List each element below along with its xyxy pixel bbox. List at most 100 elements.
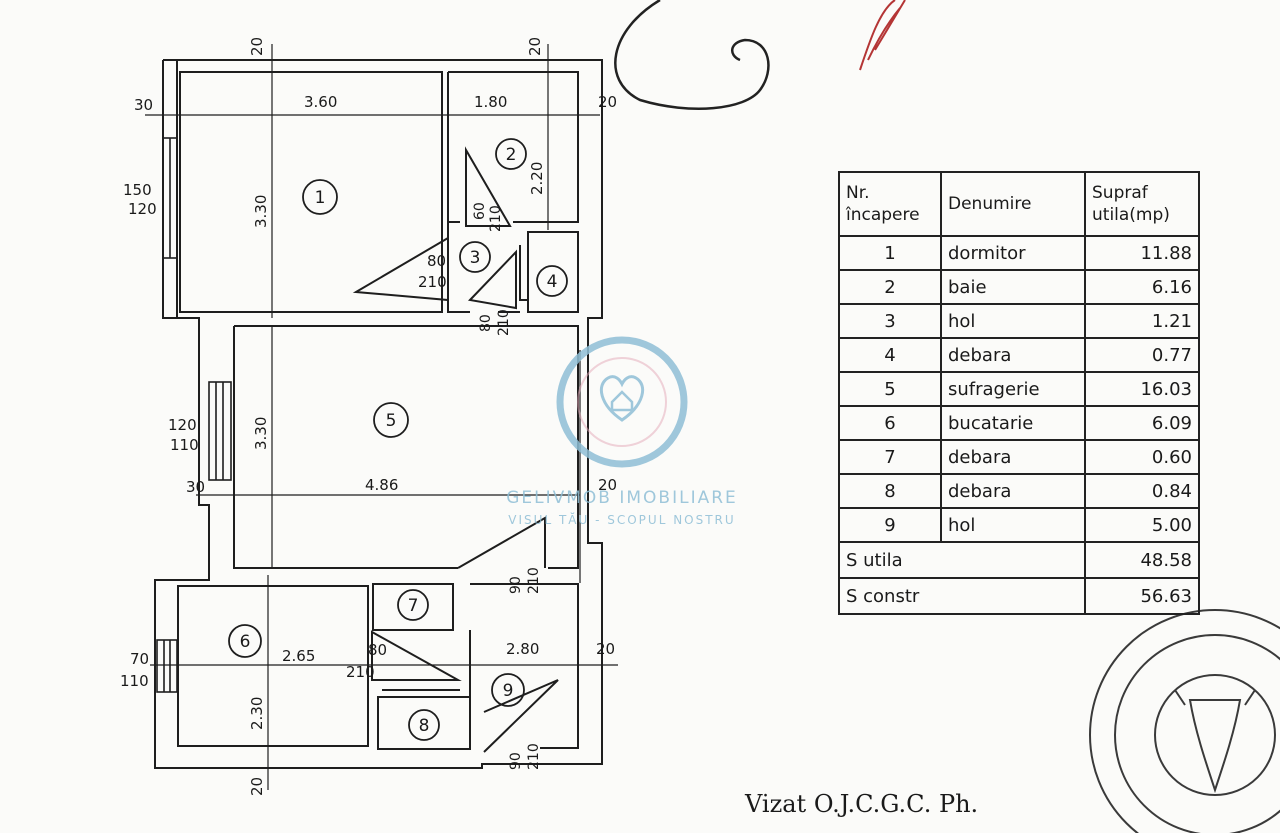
dim-window1-sill: 120 <box>128 200 157 218</box>
total-value: 48.58 <box>1084 541 1200 579</box>
area-table: Nr. încapere Denumire Supraf utila(mp) 1… <box>838 171 1200 615</box>
dim-window1: 150 <box>123 181 152 199</box>
dim-window6-sill: 110 <box>120 672 149 690</box>
row-name: dormitor <box>940 235 1086 271</box>
dim-bottom-wall: 20 <box>248 777 266 796</box>
room-numbers: 1 2 3 4 5 6 7 8 9 <box>240 145 558 736</box>
row-name: hol <box>940 303 1086 339</box>
official-stamp <box>1089 609 1280 833</box>
dim-left-wall-mid: 30 <box>186 478 205 496</box>
room-number-6: 6 <box>240 632 251 652</box>
total-row-constr: S constr 56.63 <box>838 577 1200 615</box>
room-number-5: 5 <box>386 411 397 431</box>
dim-door3-height: 210 <box>418 273 447 291</box>
table-header-row: Nr. încapere Denumire Supraf utila(mp) <box>838 171 1200 237</box>
row-nr: 9 <box>838 507 942 543</box>
row-nr: 5 <box>838 371 942 407</box>
dim-left-wall: 30 <box>134 96 153 114</box>
table-row: 1 dormitor 11.88 <box>838 235 1200 271</box>
dim-room5-width: 4.86 <box>365 476 398 494</box>
row-area: 16.03 <box>1084 371 1200 407</box>
dim-door2-height: 210 <box>488 205 504 232</box>
table-row: 3 hol 1.21 <box>838 303 1200 339</box>
total-value: 56.63 <box>1084 577 1200 615</box>
watermark-tagline: VISUL TĂU - SCOPUL NOSTRU <box>508 513 736 527</box>
row-nr: 4 <box>838 337 942 373</box>
row-name: baie <box>940 269 1086 305</box>
dim-top-wall-left: 20 <box>248 37 266 56</box>
dim-room9-width: 2.80 <box>506 640 539 658</box>
row-nr: 8 <box>838 473 942 509</box>
table-row: 5 sufragerie 16.03 <box>838 371 1200 407</box>
table-row: 4 debara 0.77 <box>838 337 1200 373</box>
red-signature <box>859 0 906 71</box>
dim-top-wall-right: 20 <box>526 37 544 56</box>
table-row: 7 debara 0.60 <box>838 439 1200 475</box>
dim-door2-width: 60 <box>472 202 488 220</box>
dim-door4-width: 80 <box>478 314 494 332</box>
room-number-4: 4 <box>547 272 558 292</box>
dim-door4-height: 210 <box>496 309 512 336</box>
watermark-logo <box>556 336 688 468</box>
dim-room5-height: 3.30 <box>252 417 270 450</box>
dim-room6-height: 2.30 <box>248 697 266 730</box>
row-nr: 2 <box>838 269 942 305</box>
header-nr: Nr. încapere <box>838 171 942 237</box>
row-nr: 7 <box>838 439 942 475</box>
row-name: debara <box>940 439 1086 475</box>
row-area: 0.84 <box>1084 473 1200 509</box>
dim-window5: 120 <box>168 416 197 434</box>
header-name: Denumire <box>940 171 1086 237</box>
room-7-circle <box>397 589 429 621</box>
room-number-8: 8 <box>419 716 430 736</box>
room-9-circle <box>491 673 525 707</box>
row-nr: 6 <box>838 405 942 441</box>
total-row-utila: S utila 48.58 <box>838 541 1200 579</box>
row-area: 11.88 <box>1084 235 1200 271</box>
dim-door7-width: 80 <box>368 641 387 659</box>
dim-entry-door-width: 90 <box>508 752 524 770</box>
dim-door5-height: 210 <box>526 567 542 594</box>
dim-room2-height: 2.20 <box>528 162 546 195</box>
room-3-circle <box>459 241 491 273</box>
table-row: 9 hol 5.00 <box>838 507 1200 543</box>
row-name: sufragerie <box>940 371 1086 407</box>
dim-window6: 70 <box>130 650 149 668</box>
room-6-circle <box>228 624 262 658</box>
row-name: debara <box>940 337 1086 373</box>
dim-window5-sill: 110 <box>170 436 199 454</box>
dim-room1-width: 3.60 <box>304 93 337 111</box>
row-name: bucatarie <box>940 405 1086 441</box>
dimension-labels: 20 20 30 3.60 1.80 20 3.30 2.20 150 120 … <box>120 37 617 796</box>
dim-entry-door-height: 210 <box>526 743 542 770</box>
room-number-7: 7 <box>408 596 419 616</box>
dim-right-wall-top: 20 <box>598 93 617 111</box>
row-name: hol <box>940 507 1086 543</box>
room-1-circle <box>302 179 338 215</box>
signature-scribble <box>614 0 770 110</box>
room-2-circle <box>495 138 527 170</box>
doors <box>352 146 559 753</box>
room-markers <box>228 138 568 741</box>
room-4-circle <box>536 265 568 297</box>
room-8-circle <box>408 709 440 741</box>
row-area: 5.00 <box>1084 507 1200 543</box>
room-number-9: 9 <box>503 681 514 701</box>
dim-door7-height: 210 <box>346 663 375 681</box>
header-area: Supraf utila(mp) <box>1084 171 1200 237</box>
dim-door5-width: 90 <box>508 576 524 594</box>
room-5-circle <box>373 402 409 438</box>
row-area: 1.21 <box>1084 303 1200 339</box>
dim-right-wall-mid: 20 <box>598 476 617 494</box>
vizat-note: Vizat O.J.C.G.C. Ph. <box>745 790 979 818</box>
room-number-3: 3 <box>470 248 481 268</box>
row-nr: 3 <box>838 303 942 339</box>
table-row: 2 baie 6.16 <box>838 269 1200 305</box>
dim-right-wall-bottom: 20 <box>596 640 615 658</box>
row-nr: 1 <box>838 235 942 271</box>
row-area: 6.16 <box>1084 269 1200 305</box>
row-area: 0.60 <box>1084 439 1200 475</box>
watermark-company-name: GELIVMOB IMOBILIARE <box>506 488 738 508</box>
windows <box>156 137 232 693</box>
